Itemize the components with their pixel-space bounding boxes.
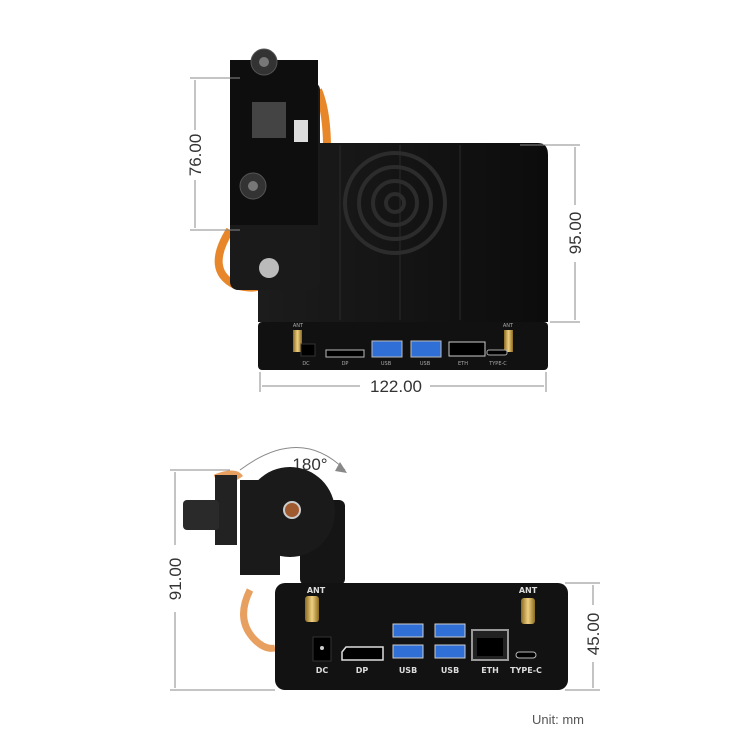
port-label-dc: DC <box>302 361 310 367</box>
type-c-port <box>515 651 537 659</box>
usb-port <box>392 623 424 638</box>
dimension-label-total-height: 91.00 <box>166 558 185 601</box>
antenna-connector-right <box>504 330 513 352</box>
top-view: ANT DC DP USB USB ETH TYPE-C ANT 76.00 9… <box>186 48 585 396</box>
dimension-line-122 <box>259 372 547 392</box>
unit-label: Unit: mm <box>532 712 584 727</box>
usb-port <box>410 340 442 358</box>
port-label-ant: ANT <box>293 323 304 329</box>
camera-board <box>215 475 237 545</box>
dimension-label-case-height: 45.00 <box>584 613 603 656</box>
dp-port <box>325 349 365 358</box>
type-c-port <box>486 349 508 356</box>
usb-port <box>434 623 466 638</box>
port-label-type-c: TYPE-C <box>510 666 542 675</box>
dp-port <box>341 646 384 661</box>
thumb-screw <box>259 258 279 278</box>
front-view: 180° ANT DC DP USB USB ETH TYPE-C ANT 9 <box>166 447 603 691</box>
port-label-ant: ANT <box>519 586 538 595</box>
dimension-label-case-depth: 95.00 <box>566 212 585 255</box>
case-top <box>258 143 548 322</box>
port-label-usb: USB <box>420 361 431 367</box>
port-label-usb: USB <box>441 666 459 675</box>
port-label-usb: USB <box>381 361 392 367</box>
dimension-line-45 <box>565 582 600 691</box>
dimension-label-case-width: 122.00 <box>370 377 422 396</box>
usb-port <box>434 644 466 659</box>
port-label-eth: ETH <box>481 666 499 675</box>
camera-lens-icon <box>183 500 219 530</box>
port-label-ant: ANT <box>307 586 326 595</box>
dimension-line-76 <box>190 77 240 231</box>
port-label-type-c: TYPE-C <box>488 361 507 367</box>
port-label-dc: DC <box>316 666 329 675</box>
dimension-line-91 <box>170 469 275 691</box>
dc-port <box>300 343 316 357</box>
port-label-dp: DP <box>342 361 349 367</box>
usb-port <box>392 644 424 659</box>
camera-board <box>230 60 318 225</box>
antenna-connector-right <box>521 598 535 624</box>
eth-port <box>448 341 486 357</box>
port-label-usb: USB <box>399 666 417 675</box>
case-front <box>258 322 548 370</box>
port-label-eth: ETH <box>458 361 468 367</box>
usb-port <box>371 340 403 358</box>
port-label-dp: DP <box>356 666 369 675</box>
dimension-line-95 <box>520 144 580 323</box>
rotation-arc <box>239 447 346 471</box>
fan-grille-icon <box>343 151 447 255</box>
antenna-connector-left <box>293 330 302 352</box>
dimension-label-camera-height: 76.00 <box>186 134 205 177</box>
antenna-connector-left <box>305 596 319 622</box>
port-label-ant: ANT <box>503 323 514 329</box>
